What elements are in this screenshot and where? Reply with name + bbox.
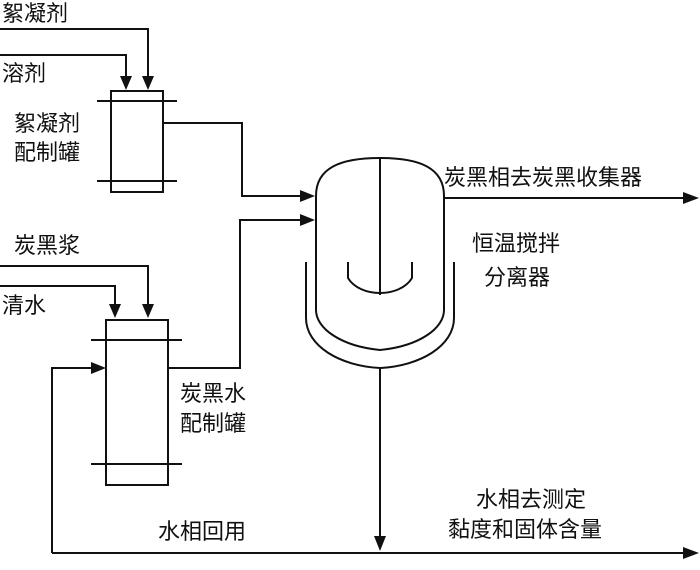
flocculant-input-line: [0, 28, 149, 78]
solvent-input-arrow: [120, 76, 132, 90]
carbon-slurry-input-line: [0, 265, 149, 306]
water-recycle-arrow: [91, 362, 106, 374]
solvent-input-label: 溶剂: [2, 62, 47, 87]
carbon-water-tank-label-line2: 配制罐: [180, 412, 247, 437]
flocculant-to-separator-line: [163, 122, 302, 197]
carbon-slurry-input-arrow: [142, 304, 154, 318]
clean-water-input-label: 清水: [2, 294, 47, 319]
flocculant-tank-label-line2: 配制罐: [14, 141, 81, 166]
separator-label-line1: 恒温搅拌: [472, 232, 561, 257]
clean-water-input-arrow: [109, 304, 121, 318]
flocculant-tank-label-line1: 絮凝剂: [14, 112, 81, 137]
flocculant-input-arrow: [142, 76, 154, 90]
stirrer-blade: [347, 262, 413, 294]
water-phase-output-arrow: [683, 547, 699, 559]
flocculant-to-separator-arrow: [300, 190, 315, 202]
separator-vessel: [315, 156, 445, 352]
carbon-phase-output-label: 炭黑相去炭黑收集器: [444, 166, 643, 191]
carbon-water-tank: [105, 319, 169, 486]
carbon-water-tank-label-line1: 炭黑水: [180, 382, 247, 407]
separator-label-line2: 分离器: [484, 266, 551, 291]
flocculant-tank: [110, 90, 164, 193]
water-phase-output-label-line1: 水相去测定: [476, 488, 587, 513]
water-recycle-label: 水相回用: [158, 520, 247, 545]
separator-outlet-arrow: [374, 536, 386, 551]
carbon-slurry-input-label: 炭黑浆: [14, 234, 81, 259]
water-phase-output-label-line2: 黏度和固体含量: [448, 518, 603, 543]
solvent-input-line: [0, 54, 127, 78]
carbon-water-to-separator-arrow: [300, 214, 315, 226]
clean-water-input-line: [0, 285, 116, 306]
flocculant-input-label: 絮凝剂: [2, 2, 69, 27]
carbon-water-to-separator-line: [168, 219, 302, 369]
water-recycle-line: [51, 367, 92, 553]
carbon-phase-output-arrow: [683, 192, 699, 204]
